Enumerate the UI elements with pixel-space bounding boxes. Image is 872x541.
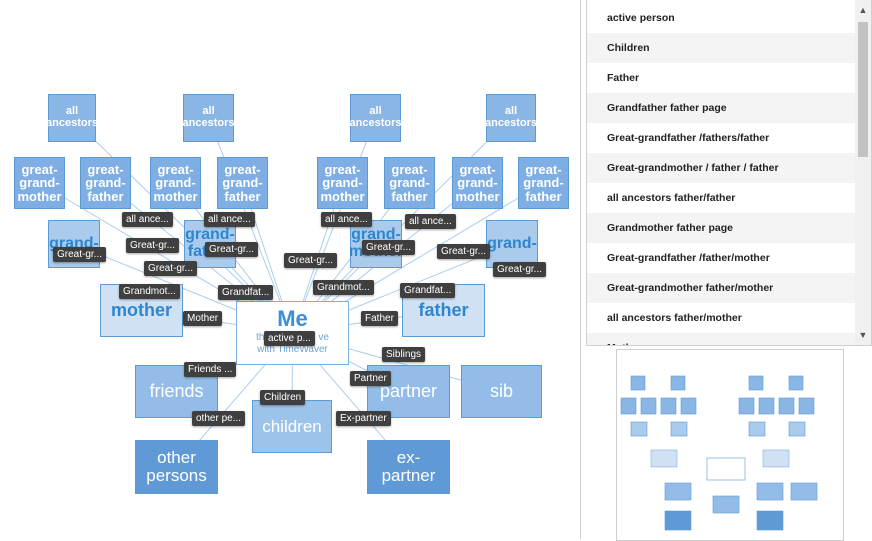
edge-label[interactable]: Great-gr... bbox=[493, 262, 547, 277]
page-list-panel[interactable]: active person Children Father Grandfathe… bbox=[586, 0, 872, 346]
edge-label[interactable]: Great-gr... bbox=[144, 261, 198, 276]
node-great-grandmother-1[interactable]: great- grand- mother bbox=[14, 157, 65, 209]
edge-label[interactable]: Grandmot... bbox=[313, 280, 374, 295]
node-great-grandmother-4[interactable]: great- grand- mother bbox=[452, 157, 503, 209]
node-great-grandfather-1[interactable]: great- grand- father bbox=[80, 157, 131, 209]
node-all-ancestors-1[interactable]: all ancestors bbox=[46, 94, 98, 142]
node-children[interactable]: children bbox=[252, 400, 332, 453]
scroll-down-icon[interactable]: ▼ bbox=[858, 330, 868, 340]
list-item[interactable]: all ancestors father/mother bbox=[607, 312, 742, 324]
minimap-image bbox=[620, 375, 818, 531]
scrollbar-thumb[interactable] bbox=[858, 22, 868, 157]
edge-label[interactable]: Friends ... bbox=[184, 362, 237, 377]
list-item[interactable]: Father bbox=[607, 72, 640, 84]
me-subtitle-line2: with TimeWaver bbox=[257, 344, 328, 355]
edge-label[interactable]: Children bbox=[260, 390, 306, 405]
list-item[interactable]: Great-grandfather /fathers/father bbox=[607, 132, 770, 144]
edge-label[interactable]: Grandfat... bbox=[400, 283, 456, 298]
node-grandfather-2[interactable]: grand- bbox=[486, 220, 538, 268]
node-friends[interactable]: friends bbox=[135, 365, 218, 418]
list-item[interactable]: Children bbox=[587, 33, 856, 63]
node-all-ancestors-3[interactable]: all ancestors bbox=[350, 94, 402, 142]
edge-label[interactable]: other pe... bbox=[192, 411, 246, 426]
list-item[interactable]: active person bbox=[607, 12, 675, 24]
node-other-persons[interactable]: other persons bbox=[135, 440, 218, 494]
edge-label[interactable]: Great-gr... bbox=[126, 238, 180, 253]
family-graph-canvas[interactable]: all ancestors all ancestors all ancestor… bbox=[0, 0, 581, 539]
edge-label[interactable]: Great-gr... bbox=[437, 244, 491, 259]
node-great-grandmother-2[interactable]: great- grand- mother bbox=[150, 157, 201, 209]
edge-label[interactable]: Partner bbox=[350, 371, 391, 386]
scroll-up-icon[interactable]: ▲ bbox=[858, 5, 868, 15]
list-item[interactable]: all ancestors father/father bbox=[607, 192, 736, 204]
node-all-ancestors-4[interactable]: all ancestors bbox=[485, 94, 537, 142]
node-ex-partner[interactable]: ex- partner bbox=[367, 440, 450, 494]
edge-label[interactable]: Great-gr... bbox=[53, 247, 107, 262]
edge-label[interactable]: Grandmot... bbox=[119, 284, 180, 299]
list-item[interactable]: Great-grandfather /father/mother bbox=[607, 252, 770, 264]
edge-label[interactable]: Mother bbox=[183, 311, 223, 326]
edge-label[interactable]: all ance... bbox=[321, 212, 372, 227]
edge-label[interactable]: all ance... bbox=[405, 214, 456, 229]
node-great-grandfather-3[interactable]: great- grand- father bbox=[384, 157, 435, 209]
list-item[interactable]: Mother bbox=[587, 333, 856, 345]
edge-label[interactable]: all ance... bbox=[122, 212, 173, 227]
edge-label[interactable]: Father bbox=[361, 311, 398, 326]
list-item[interactable]: Grandfather father page bbox=[587, 93, 856, 123]
edge-label[interactable]: Ex-partner bbox=[336, 411, 391, 426]
edge-label[interactable]: Great-gr... bbox=[362, 240, 416, 255]
edge-label[interactable]: Siblings bbox=[382, 347, 426, 362]
node-great-grandmother-3[interactable]: great- grand- mother bbox=[317, 157, 368, 209]
node-great-grandfather-4[interactable]: great- grand- father bbox=[518, 157, 569, 209]
list-scrollbar[interactable]: ▲ ▼ bbox=[855, 0, 871, 345]
list-item[interactable]: Great-grandmother / father / father bbox=[587, 153, 856, 183]
list-item[interactable]: Grandmother father page bbox=[587, 213, 856, 243]
me-title: Me bbox=[277, 306, 308, 331]
node-all-ancestors-2[interactable]: all ancestors bbox=[183, 94, 235, 142]
edge-label[interactable]: Grandfat... bbox=[218, 285, 274, 300]
minimap-preview[interactable] bbox=[616, 349, 844, 541]
node-great-grandfather-2[interactable]: great- grand- father bbox=[217, 157, 268, 209]
edge-label[interactable]: Great-gr... bbox=[205, 242, 259, 257]
edge-label[interactable]: Great-gr... bbox=[284, 253, 338, 268]
list-item[interactable]: Great-grandmother father/mother bbox=[587, 273, 856, 303]
edge-label[interactable]: all ance... bbox=[204, 212, 255, 227]
node-sib[interactable]: sib bbox=[461, 365, 542, 418]
edge-label[interactable]: active p... bbox=[264, 331, 315, 346]
